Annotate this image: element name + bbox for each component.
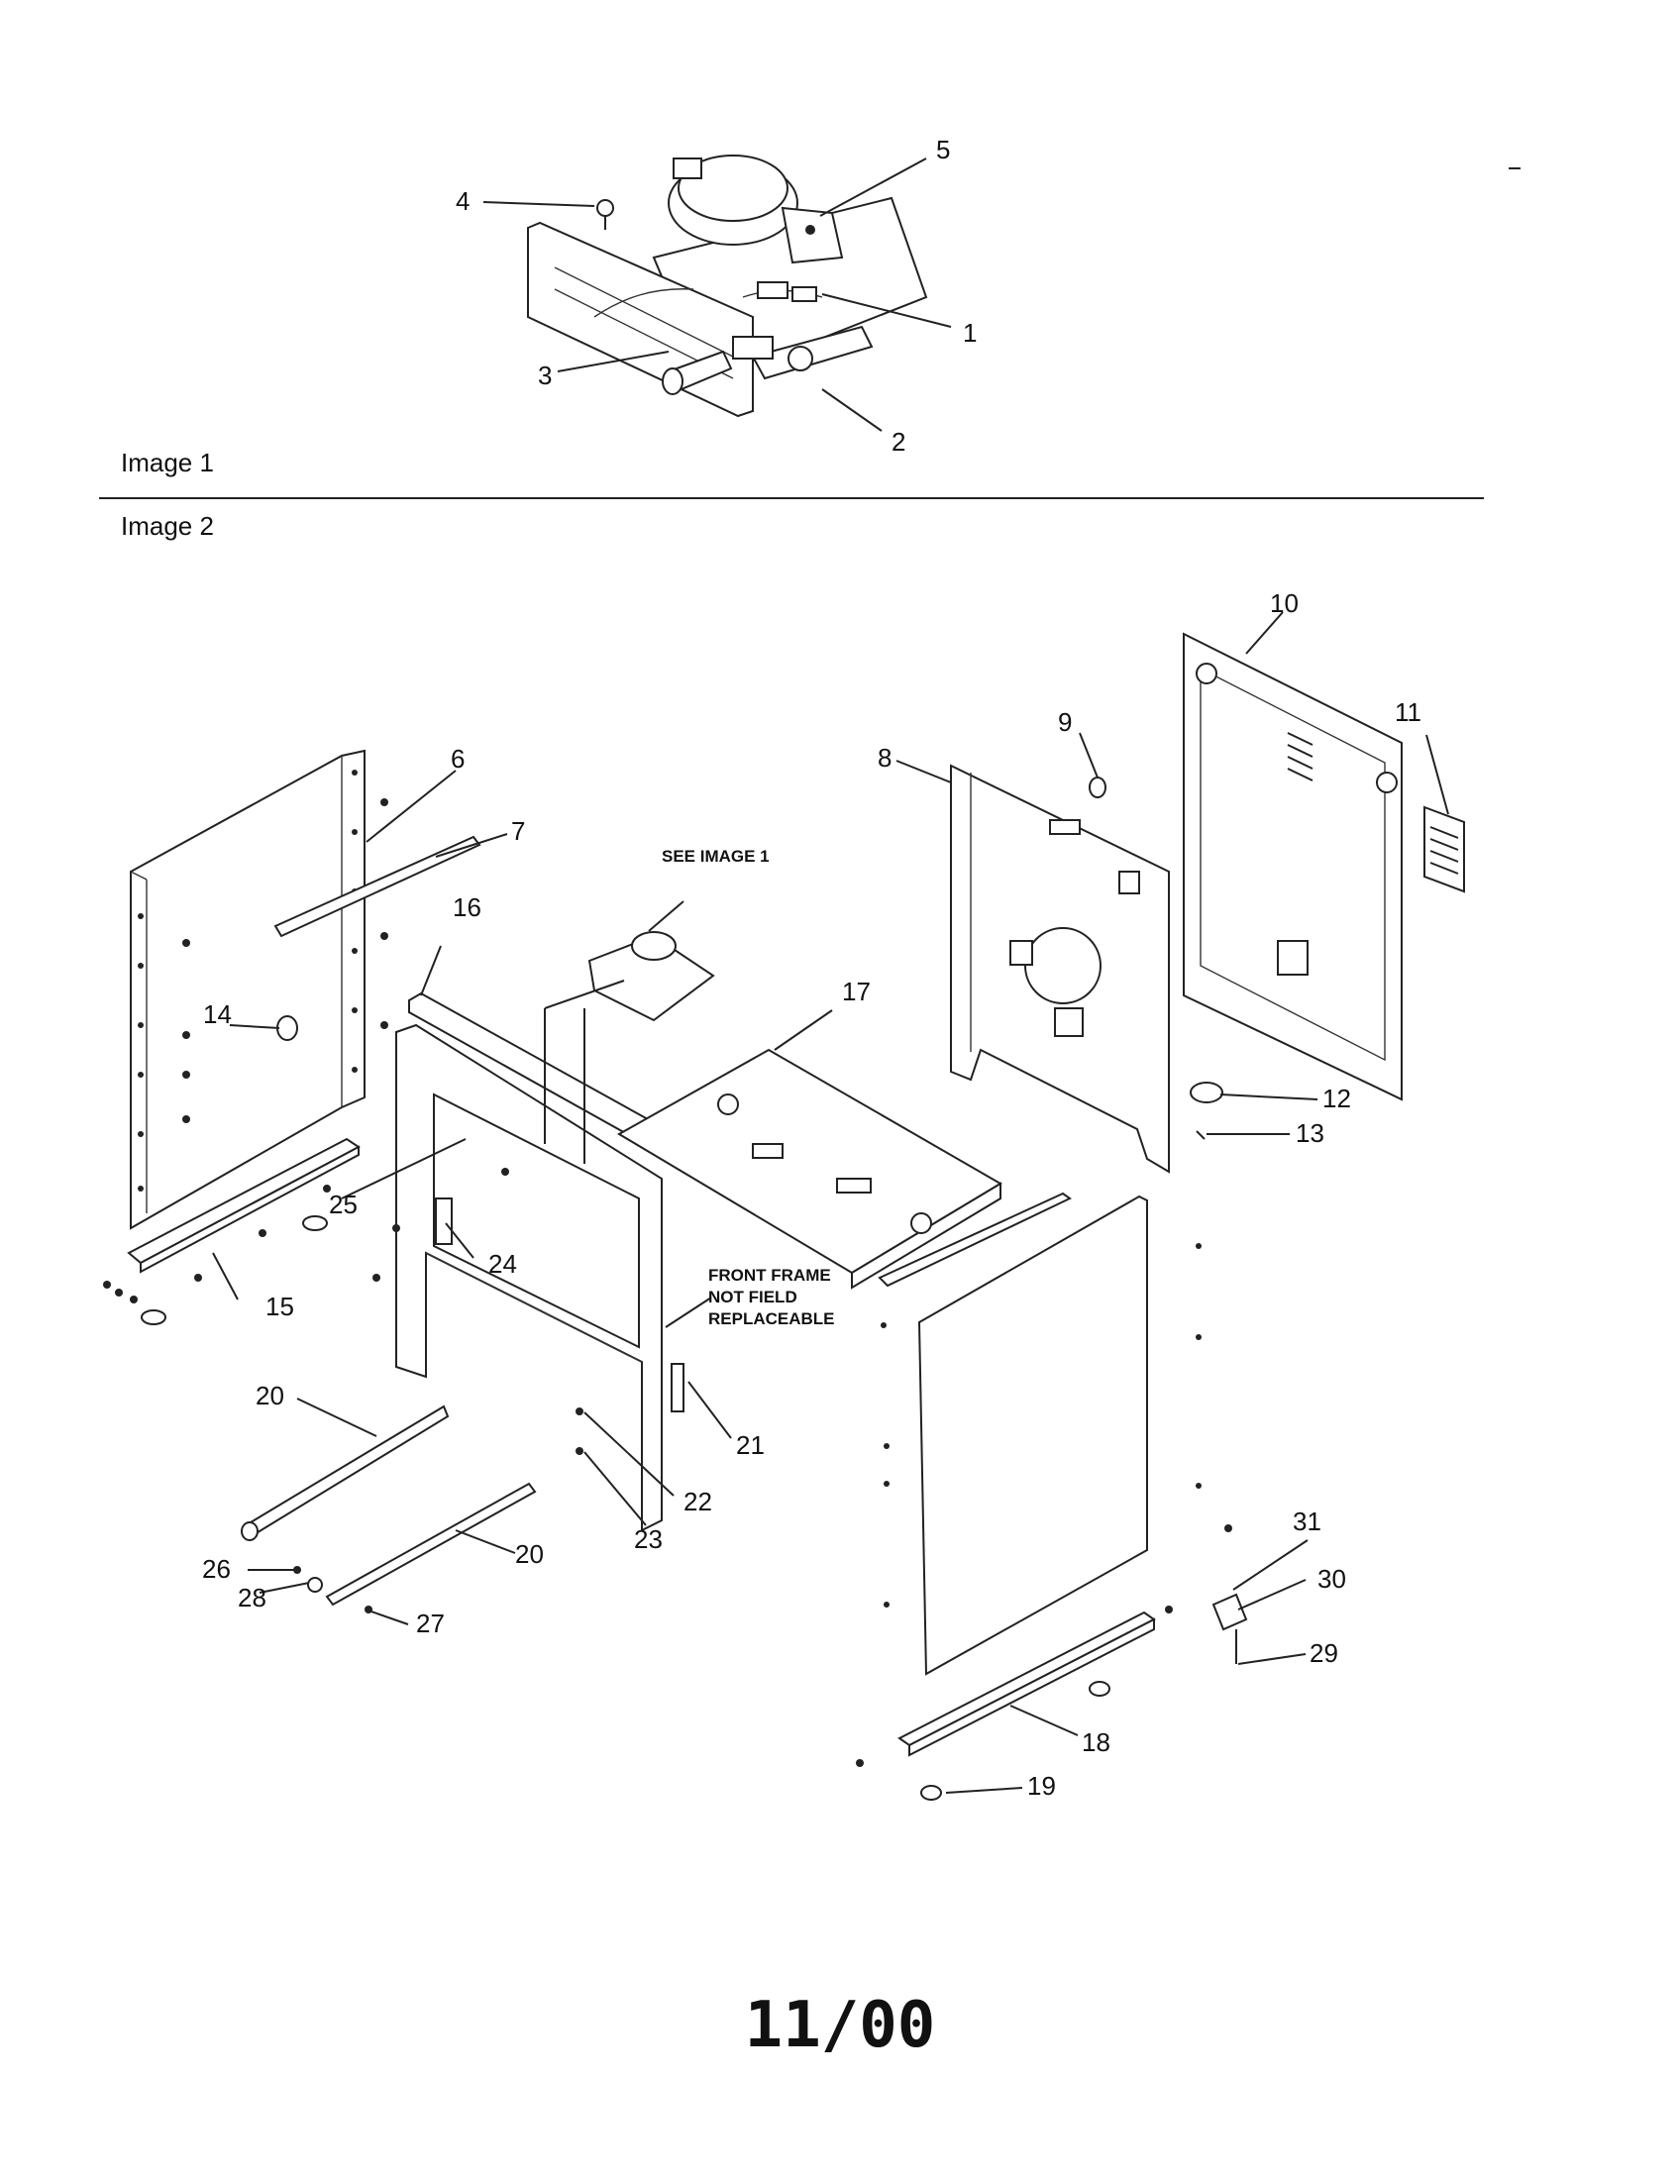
slide-rail-lower-20 bbox=[325, 1482, 537, 1607]
part-9 bbox=[1089, 777, 1106, 798]
callout-16: 16 bbox=[453, 892, 481, 922]
control-assembly-reference bbox=[587, 900, 715, 1022]
part-30 bbox=[1211, 1593, 1248, 1631]
left-base-rail bbox=[103, 1137, 361, 1325]
callout-9: 9 bbox=[1058, 707, 1072, 737]
see-image-note: SEE IMAGE 1 bbox=[662, 847, 770, 866]
callout-5: 5 bbox=[936, 135, 950, 164]
callout-11: 11 bbox=[1395, 697, 1421, 727]
callout-19: 19 bbox=[1027, 1771, 1056, 1801]
back-cover-10 bbox=[1183, 632, 1403, 1101]
callout-4: 4 bbox=[456, 186, 470, 216]
front-frame bbox=[395, 1023, 663, 1532]
callout-23: 23 bbox=[634, 1524, 663, 1554]
callout-14: 14 bbox=[203, 999, 232, 1029]
callout-17: 17 bbox=[842, 977, 871, 1006]
callout-25: 25 bbox=[329, 1190, 358, 1219]
front-frame-note-line3: REPLACEABLE bbox=[708, 1309, 835, 1328]
image1-label: Image 1 bbox=[121, 448, 214, 477]
callout-20-lower: 20 bbox=[515, 1539, 544, 1569]
switch-24 bbox=[435, 1197, 453, 1245]
callout-21: 21 bbox=[736, 1430, 765, 1460]
bracket-21 bbox=[671, 1363, 684, 1412]
callout-22: 22 bbox=[683, 1487, 712, 1516]
callout-12: 12 bbox=[1322, 1084, 1351, 1113]
callout-31: 31 bbox=[1293, 1507, 1321, 1536]
section-divider bbox=[99, 497, 1484, 499]
callout-15: 15 bbox=[265, 1292, 294, 1321]
part-13 bbox=[1196, 1130, 1206, 1140]
callout-29: 29 bbox=[1310, 1638, 1338, 1668]
callout-3: 3 bbox=[538, 361, 552, 390]
callout-13: 13 bbox=[1296, 1118, 1324, 1148]
front-frame-note-line1: FRONT FRAME bbox=[708, 1266, 831, 1285]
right-side-panel bbox=[878, 1192, 1202, 1676]
left-side-panel bbox=[130, 749, 366, 1230]
footer-date: 11/00 bbox=[744, 1989, 936, 2062]
back-panel-8 bbox=[950, 764, 1170, 1174]
right-base-rail bbox=[856, 1606, 1173, 1801]
cooktop-support-17 bbox=[617, 1048, 1002, 1290]
part-12 bbox=[1190, 1082, 1223, 1103]
callout-6: 6 bbox=[451, 744, 465, 774]
callout-10: 10 bbox=[1270, 588, 1299, 618]
callout-1: 1 bbox=[963, 318, 977, 348]
control-assembly-drawing bbox=[527, 155, 928, 418]
callout-18: 18 bbox=[1082, 1727, 1110, 1757]
callout-26: 26 bbox=[202, 1554, 231, 1584]
callout-27: 27 bbox=[416, 1609, 445, 1638]
image2-label: Image 2 bbox=[121, 511, 214, 541]
callout-28: 28 bbox=[238, 1583, 266, 1612]
callout-20-upper: 20 bbox=[256, 1381, 284, 1410]
image2-leaders bbox=[212, 611, 1449, 1794]
front-frame-note-line2: NOT FIELD bbox=[708, 1288, 797, 1306]
left-panel-screws bbox=[182, 798, 388, 1123]
bracket-7 bbox=[273, 835, 481, 938]
callout-8: 8 bbox=[878, 743, 892, 773]
callout-2: 2 bbox=[892, 427, 905, 457]
part-14-grommet bbox=[276, 1015, 298, 1041]
slide-rail-upper-20 bbox=[244, 1404, 450, 1539]
vent-plate-11 bbox=[1423, 805, 1465, 893]
callout-30: 30 bbox=[1317, 1564, 1346, 1594]
callout-7: 7 bbox=[511, 816, 525, 846]
callout-24: 24 bbox=[488, 1249, 517, 1279]
image1-leaders bbox=[482, 157, 952, 432]
